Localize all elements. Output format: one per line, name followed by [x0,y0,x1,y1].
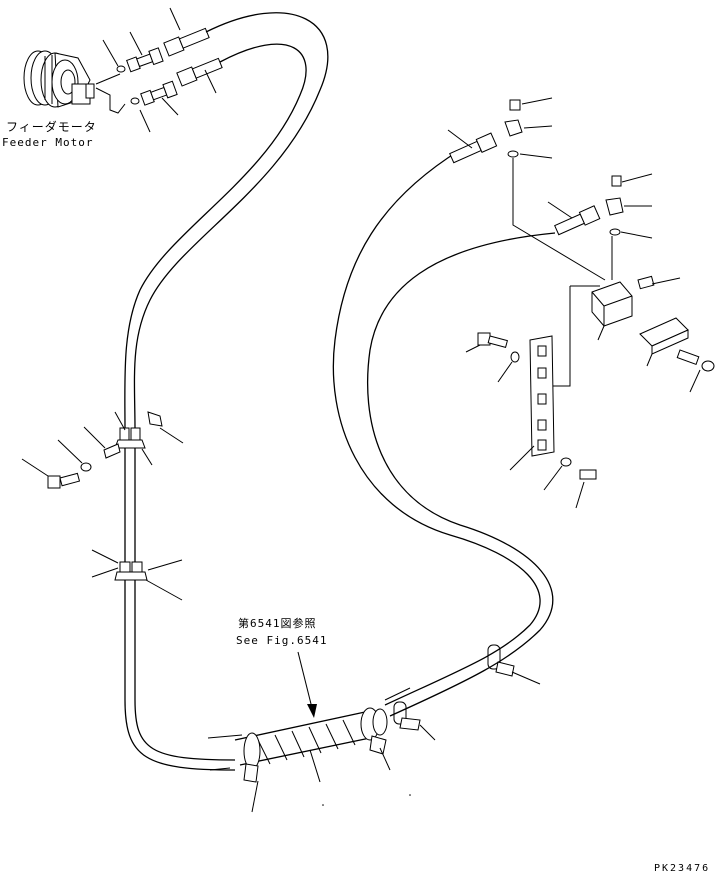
right-fittings [447,97,653,281]
valve-block [548,275,715,393]
spiral-sleeve [207,687,411,783]
hose-clamps-bottom [251,644,541,813]
hose-clamps-left [21,411,184,601]
speck [409,794,411,796]
feeder-motor-label-jp: フィーダモータ [6,120,97,134]
reference-arrow [297,651,317,718]
feeder-motor-label-en: Feeder Motor [2,136,94,149]
motor-fittings [95,7,223,133]
drawing-code: PK23476 [654,863,711,874]
see-figure-label-jp: 第6541図参照 [238,617,317,630]
bracket-plate [465,332,597,509]
left-hose [124,12,329,771]
see-figure-label-en: See Fig.6541 [236,634,328,647]
feeder-motor [23,50,95,108]
speck [322,804,324,806]
right-hose [332,149,556,717]
